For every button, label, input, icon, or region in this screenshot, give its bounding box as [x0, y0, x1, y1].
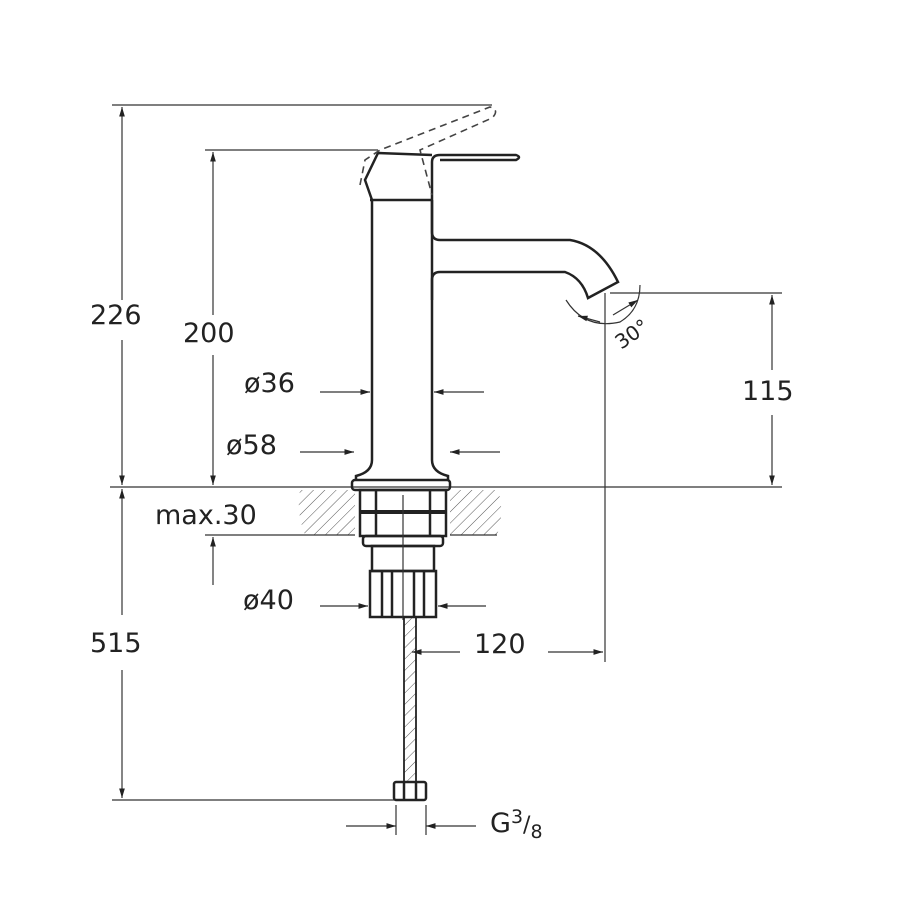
dim-base-diameter: ø58: [226, 430, 277, 461]
dim-outlet-height: 115: [742, 376, 794, 407]
dim-hose-length: 515: [90, 628, 142, 659]
countertop: [110, 486, 782, 536]
dim-thread: G3/8: [490, 806, 543, 843]
faucet-body: [350, 106, 620, 620]
dim-spout-reach: 120: [474, 629, 526, 660]
thread-numerator: 3: [510, 806, 524, 828]
dimension-lines: [112, 104, 782, 835]
dim-handle-height: 200: [183, 318, 235, 349]
dim-body-diameter: ø36: [244, 368, 295, 399]
dim-total-height: 226: [90, 300, 142, 331]
thread-denominator: 8: [530, 821, 543, 843]
dim-max-thickness: max.30: [155, 500, 257, 531]
flexible-hose: [392, 616, 428, 802]
dim-nut-diameter: ø40: [243, 585, 294, 616]
thread-letter: G: [490, 808, 511, 839]
